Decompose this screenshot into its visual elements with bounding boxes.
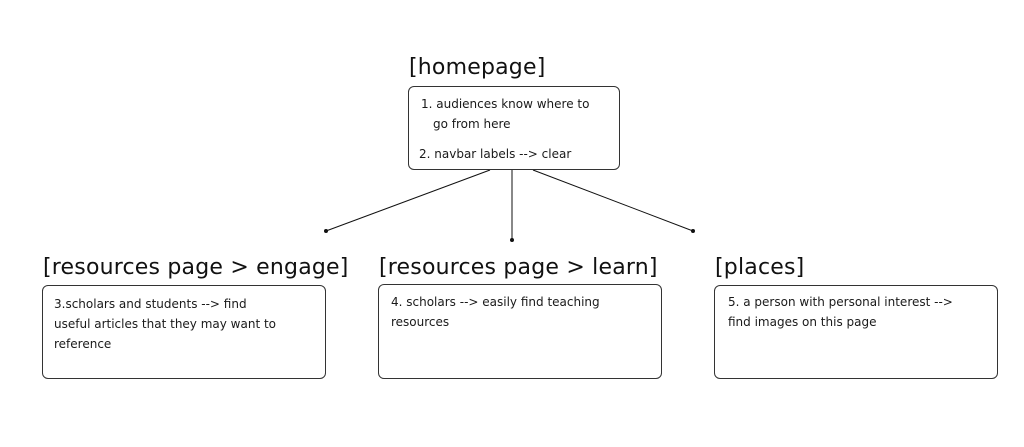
places-item: 5. a person with personal interest --> f… bbox=[728, 292, 953, 332]
engage-title: [resources page > engage] bbox=[43, 255, 349, 280]
places-card: 5. a person with personal interest --> f… bbox=[714, 285, 998, 379]
learn-item: 4. scholars --> easily find teaching res… bbox=[391, 292, 600, 332]
engage-line-3: reference bbox=[54, 337, 112, 351]
engage-card: 3.scholars and students --> find useful … bbox=[42, 285, 326, 379]
connector-to-places bbox=[532, 169, 694, 232]
learn-card: 4. scholars --> easily find teaching res… bbox=[378, 284, 662, 379]
engage-line-1: 3.scholars and students --> find bbox=[54, 297, 247, 311]
learn-line-2: resources bbox=[391, 315, 450, 329]
homepage-item-1-line-2: go from here bbox=[433, 117, 511, 131]
homepage-item-2-line-1: 2. navbar labels --> clear bbox=[419, 147, 572, 161]
places-line-1: 5. a person with personal interest --> bbox=[728, 295, 953, 309]
learn-title: [resources page > learn] bbox=[379, 255, 658, 280]
connector-to-engage-dot bbox=[324, 229, 328, 233]
learn-line-1: 4. scholars --> easily find teaching bbox=[391, 295, 600, 309]
homepage-item-1: 1. audiences know where to go from here bbox=[421, 94, 589, 134]
connector-to-learn-dot bbox=[510, 238, 514, 242]
homepage-title: [homepage] bbox=[409, 55, 546, 80]
homepage-item-2: 2. navbar labels --> clear bbox=[419, 144, 571, 164]
engage-item: 3.scholars and students --> find useful … bbox=[54, 294, 276, 354]
connector-to-places-dot bbox=[691, 229, 695, 233]
engage-line-2: useful articles that they may want to bbox=[54, 317, 277, 331]
places-line-2: find images on this page bbox=[728, 315, 877, 329]
places-title: [places] bbox=[715, 255, 805, 280]
homepage-item-1-line-1: 1. audiences know where to bbox=[421, 97, 590, 111]
connector-to-engage bbox=[325, 169, 491, 232]
homepage-card: 1. audiences know where to go from here … bbox=[408, 86, 620, 170]
